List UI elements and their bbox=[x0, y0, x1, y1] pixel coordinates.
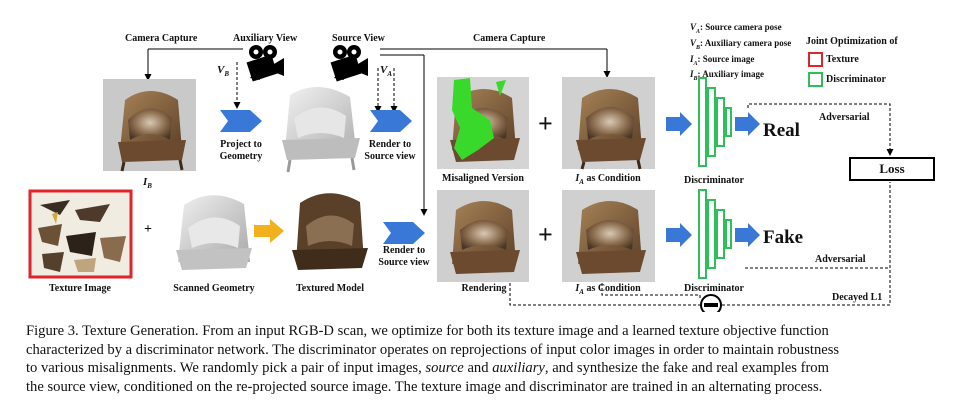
caption-line-2: characterized by a discriminator network… bbox=[26, 341, 840, 358]
project-to-geometry-line2: Geometry bbox=[219, 151, 263, 162]
adversarial-top-label: Adversarial bbox=[819, 112, 870, 123]
caption-auxiliary-word: auxiliary bbox=[492, 360, 545, 377]
rendering-label: Rendering bbox=[461, 283, 507, 294]
misaligned-version-label: Misaligned Version bbox=[442, 173, 524, 184]
legend-pose-list: VA: Source camera pose VB: Auxiliary cam… bbox=[690, 22, 791, 85]
legend-line-ia: IA: Source image bbox=[690, 53, 755, 67]
ib-subscript: B bbox=[147, 182, 152, 191]
auxiliary-camera-icon bbox=[246, 45, 284, 82]
fake-label: Fake bbox=[763, 227, 804, 248]
caption-line-3-start: to various misalignments. We randomly pi… bbox=[26, 360, 422, 377]
plus-top: + bbox=[538, 109, 553, 138]
legend-line-ib: IB: Auxiliary image bbox=[690, 69, 765, 83]
to-discriminator-arrow-top bbox=[666, 112, 692, 136]
figure-diagram: Camera Capture Auxiliary View Source Vie… bbox=[28, 22, 935, 312]
render-arrow-bottom bbox=[383, 222, 425, 244]
render-bottom-line1: Render to bbox=[382, 245, 426, 256]
ia-bottom-symbol: IA bbox=[575, 283, 584, 296]
render-arrow-top bbox=[370, 110, 412, 132]
vb-subscript: B bbox=[224, 70, 230, 79]
legend-joint-title: Joint Optimization of bbox=[806, 36, 898, 47]
projected-geometry-image bbox=[282, 86, 360, 173]
plus-bottom: + bbox=[538, 220, 553, 249]
discriminator-top bbox=[698, 77, 732, 167]
plus-small: + bbox=[144, 222, 152, 237]
caption-line-3: to various misalignments. We randomly pi… bbox=[26, 359, 946, 378]
adversarial-top-connector bbox=[747, 103, 891, 155]
va-subscript: A bbox=[387, 70, 393, 79]
ia-top-text: as Condition bbox=[586, 173, 641, 184]
project-arrow bbox=[220, 110, 262, 132]
figure-caption: Figure 3. Texture Generation. From an in… bbox=[26, 322, 946, 396]
camera-capture-right-connector bbox=[380, 48, 611, 78]
discriminator-top-label: Discriminator bbox=[684, 175, 744, 186]
render-top-line1: Render to bbox=[368, 139, 412, 150]
source-camera-icon bbox=[330, 45, 368, 82]
legend-va-text: : Source camera pose bbox=[700, 22, 782, 32]
camera-capture-left-label: Camera Capture bbox=[125, 33, 198, 44]
ia-condition-bottom-label: IA as Condition bbox=[575, 283, 640, 298]
decayed-l1-connector bbox=[509, 268, 891, 306]
legend-texture-swatch bbox=[808, 52, 823, 67]
decayed-l1-label: Decayed L1 bbox=[832, 292, 883, 303]
ia-condition-top-label: IA as Condition bbox=[575, 173, 640, 188]
textured-model-image bbox=[292, 193, 368, 270]
source-view-label: Source View bbox=[332, 33, 385, 44]
caption-line-1: Figure 3. Texture Generation. From an in… bbox=[26, 323, 829, 339]
vb-symbol: VB bbox=[217, 64, 230, 79]
caption-line-3-end: , and synthesize the fake and real examp… bbox=[544, 360, 829, 377]
adversarial-bottom-label: Adversarial bbox=[815, 254, 866, 265]
render-to-source-view-top-label: Render to Source view bbox=[364, 139, 415, 163]
project-to-geometry-line1: Project to bbox=[220, 139, 262, 150]
rendering-image bbox=[437, 190, 529, 282]
texture-image-label: Texture Image bbox=[49, 283, 111, 294]
source-to-misaligned-connector bbox=[380, 54, 428, 216]
caption-line-4: the source view, conditioned on the re-p… bbox=[26, 378, 823, 395]
va-symbol: VA bbox=[380, 64, 393, 79]
legend-vb-text: : Auxiliary camera pose bbox=[700, 37, 792, 48]
discriminator-bottom-label: Discriminator bbox=[684, 283, 744, 294]
discriminator-bottom bbox=[698, 189, 732, 279]
minus-circle-icon bbox=[700, 294, 722, 312]
render-to-source-view-bottom-label: Render to Source view bbox=[378, 245, 429, 269]
camera-capture-left-connector bbox=[144, 48, 243, 81]
to-real-arrow bbox=[735, 112, 760, 136]
camera-capture-source-image bbox=[562, 77, 655, 170]
texture-to-model-arrow bbox=[254, 219, 284, 243]
legend-texture-label: Texture bbox=[826, 54, 859, 65]
to-discriminator-arrow-bottom bbox=[666, 223, 692, 247]
adversarial-bottom-connector bbox=[745, 182, 891, 269]
real-label: Real bbox=[763, 120, 800, 141]
camera-capture-right-label: Camera Capture bbox=[473, 33, 546, 44]
caption-source-word: source bbox=[425, 360, 464, 377]
legend-line-va: VA: Source camera pose bbox=[690, 22, 782, 35]
project-to-geometry-label: Project to Geometry bbox=[220, 139, 263, 163]
render-top-line2: Source view bbox=[364, 151, 416, 162]
ia-top-symbol: IA bbox=[575, 173, 584, 186]
auxiliary-view-label: Auxiliary View bbox=[233, 33, 298, 44]
auxiliary-image bbox=[103, 79, 196, 172]
to-fake-arrow bbox=[735, 223, 760, 247]
legend-discriminator-label: Discriminator bbox=[826, 74, 886, 85]
condition-image-bottom bbox=[562, 190, 655, 282]
scanned-geometry-image bbox=[176, 195, 252, 270]
legend-discriminator-swatch bbox=[808, 72, 823, 87]
scanned-geometry-label: Scanned Geometry bbox=[173, 283, 255, 294]
loss-box: Loss bbox=[849, 157, 935, 181]
legend-line-vb: VB: Auxiliary camera pose bbox=[690, 37, 792, 51]
ib-symbol: IB bbox=[143, 176, 152, 191]
ia-bottom-text: as Condition bbox=[586, 283, 641, 294]
legend-ib-text: : Auxiliary image bbox=[697, 69, 765, 80]
render-bottom-line2: Source view bbox=[378, 257, 430, 268]
misaligned-version-image bbox=[437, 77, 529, 169]
texture-image bbox=[28, 189, 133, 279]
legend-ia-text: : Source image bbox=[697, 53, 755, 64]
textured-model-label: Textured Model bbox=[295, 283, 365, 294]
caption-and-word: and bbox=[467, 360, 489, 377]
